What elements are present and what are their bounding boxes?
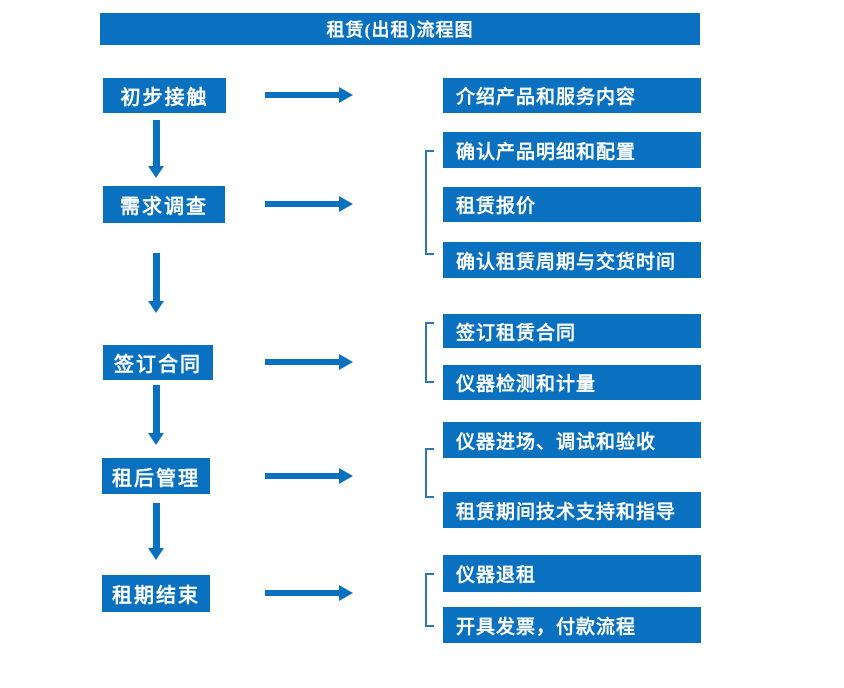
- stage-box-post-rental-mgmt: 租后管理: [102, 458, 210, 494]
- down-arrow-icon-3: [148, 385, 164, 445]
- stage-box-initial-contact: 初步接触: [103, 78, 226, 113]
- detail-box-confirm-product-spec: 确认产品明细和配置: [443, 132, 701, 168]
- detail-box-instrument-testing: 仪器检测和计量: [443, 365, 701, 400]
- flowchart-title: 租赁(出租)流程图: [100, 13, 700, 45]
- right-arrow-icon-4: [265, 468, 353, 484]
- down-arrow-icon-1: [148, 120, 164, 178]
- down-arrow-icon-2: [148, 253, 164, 313]
- right-arrow-icon-1: [265, 87, 353, 103]
- detail-box-rental-quote: 租赁报价: [443, 187, 701, 222]
- right-arrow-icon-5: [265, 585, 353, 601]
- stage-box-sign-contract: 签订合同: [103, 345, 213, 380]
- stage-box-demand-survey: 需求调查: [103, 186, 225, 223]
- right-arrow-icon-3: [265, 354, 353, 370]
- group-bracket-demand-survey: [425, 150, 434, 255]
- group-bracket-post-rental-mgmt: [425, 448, 434, 498]
- detail-box-instrument-entry: 仪器进场、调试和验收: [443, 422, 701, 458]
- detail-box-sign-rental-contract: 签订租赁合同: [443, 314, 701, 348]
- group-bracket-rental-end: [425, 573, 434, 627]
- down-arrow-icon-4: [148, 503, 164, 560]
- detail-box-tech-support: 租赁期间技术支持和指导: [443, 492, 701, 528]
- right-arrow-icon-2: [265, 196, 353, 212]
- detail-box-instrument-return: 仪器退租: [443, 555, 701, 592]
- detail-box-invoice-payment: 开具发票，付款流程: [443, 607, 701, 643]
- detail-box-introduce-products: 介绍产品和服务内容: [443, 78, 701, 113]
- stage-box-rental-end: 租期结束: [102, 575, 210, 612]
- detail-box-confirm-period: 确认租赁周期与交货时间: [443, 242, 701, 278]
- group-bracket-sign-contract: [425, 322, 434, 383]
